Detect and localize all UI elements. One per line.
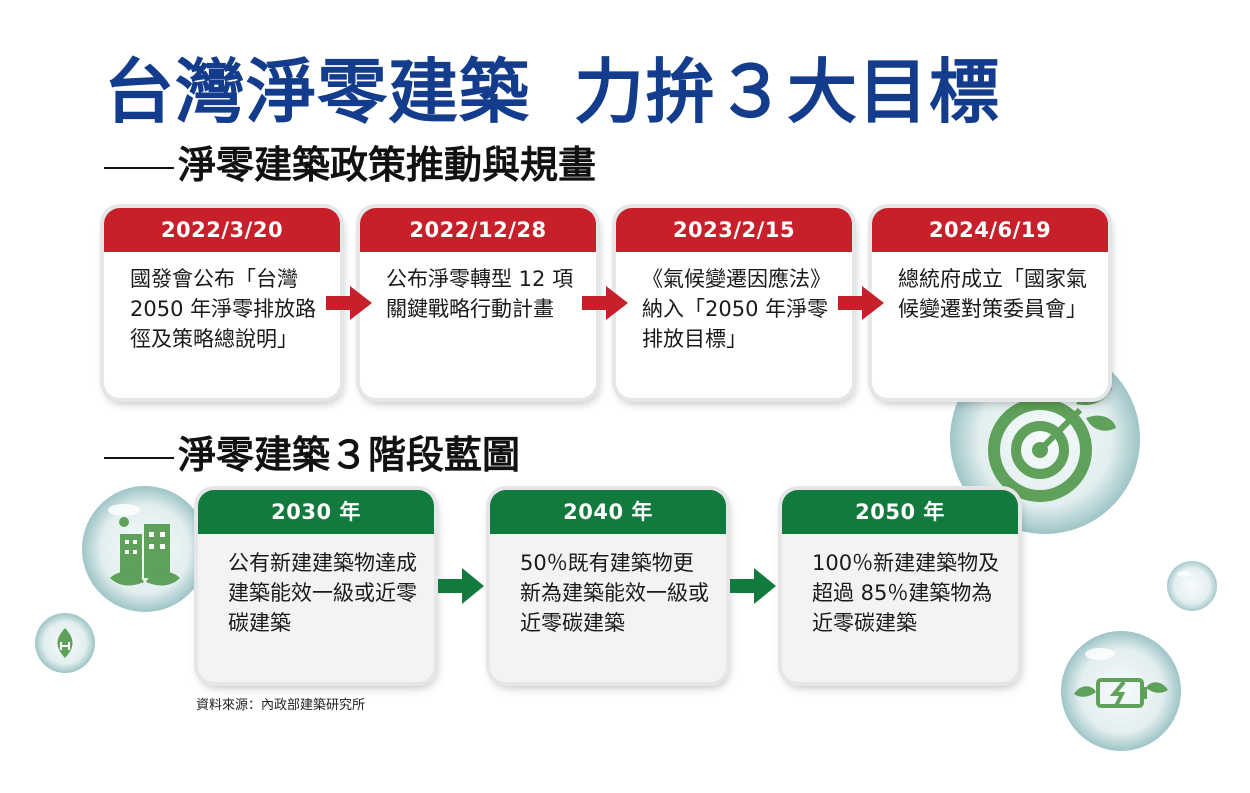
heading-dash (104, 456, 174, 459)
timeline-arrow-icon (582, 286, 628, 320)
timeline-card: 2022/3/20 國發會公布「台灣2050 年淨零排放路徑及策略總說明」 (104, 208, 340, 398)
target-leaf-icon (988, 385, 1116, 502)
timeline-text: 總統府成立「國家氣候變遷對策委員會」 (898, 267, 1087, 321)
battery-bubble (1060, 630, 1182, 752)
stage-card: 2030 年 公有新建建築物達成建築能效一級或近零碳建築 (198, 490, 434, 682)
title-part2: 力拚３大目標 (574, 50, 1000, 133)
timeline-date: 2022/12/28 (360, 208, 596, 252)
page-title: 台灣淨零建築力拚３大目標 (104, 50, 1000, 134)
stage-arrow-icon (730, 568, 776, 604)
timeline-date: 2023/2/15 (616, 208, 852, 252)
timeline-date: 2024/6/19 (872, 208, 1108, 252)
section-stages-label: 淨零建築３階段藍圖 (178, 433, 521, 477)
timeline-text: 公布淨零轉型 12 項關鍵戰略行動計畫 (386, 267, 574, 321)
stage-card: 2040 年 50％既有建築物更新為建築能效一級或近零碳建築 (490, 490, 726, 682)
heading-dash (104, 166, 174, 169)
timeline-text: 《氣候變遷因應法》 納入「2050 年淨零排放目標」 (642, 267, 831, 351)
stage-arrow-icon (438, 568, 484, 604)
battery-leaf-icon (1074, 678, 1168, 708)
timeline-arrow-icon (326, 286, 372, 320)
green-building-icon (110, 517, 180, 586)
timeline-card: 2022/12/28 公布淨零轉型 12 項關鍵戰略行動計畫 (360, 208, 596, 398)
timeline-card: 2023/2/15 《氣候變遷因應法》 納入「2050 年淨零排放目標」 (616, 208, 852, 398)
timeline-arrow-icon (838, 286, 884, 320)
source-note: 資料來源：內政部建築研究所 (196, 698, 366, 713)
stage-year: 2030 年 (198, 490, 434, 534)
section-policy-label: 淨零建築政策推動與規畫 (178, 143, 597, 187)
small-bubble (1166, 560, 1218, 612)
timeline-date: 2022/3/20 (104, 208, 340, 252)
stage-year: 2050 年 (782, 490, 1018, 534)
stage-card: 2050 年 100％新建建築物及超過 85％建築物為近零碳建築 (782, 490, 1018, 682)
section-stages-heading: 淨零建築３階段藍圖 (104, 432, 520, 478)
title-part1: 台灣淨零建築 (104, 50, 530, 133)
green-building-bubble (80, 484, 210, 614)
hydrogen-leaf-icon (57, 628, 73, 658)
hydrogen-bubble (34, 612, 96, 674)
stage-text: 50％既有建築物更新為建築能效一級或近零碳建築 (490, 534, 726, 682)
timeline-card: 2024/6/19 總統府成立「國家氣候變遷對策委員會」 (872, 208, 1108, 398)
section-policy-heading: 淨零建築政策推動與規畫 (104, 142, 596, 188)
timeline-text: 國發會公布「台灣2050 年淨零排放路徑及策略總說明」 (130, 267, 317, 351)
stage-text: 100％新建建築物及超過 85％建築物為近零碳建築 (782, 534, 1018, 682)
stage-text: 公有新建建築物達成建築能效一級或近零碳建築 (198, 534, 434, 682)
stage-year: 2040 年 (490, 490, 726, 534)
